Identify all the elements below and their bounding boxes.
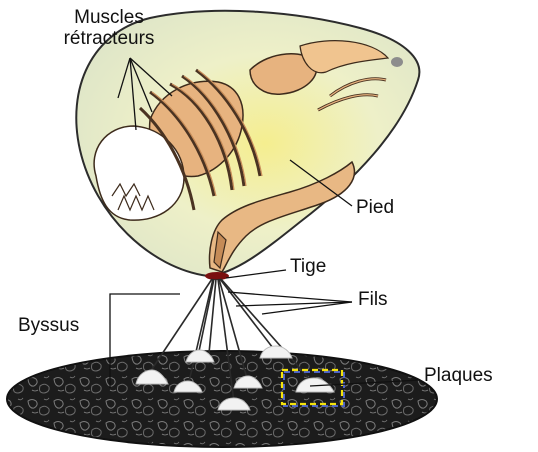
substrate-rock (7, 351, 437, 447)
shell-spot (391, 57, 403, 67)
label-pied: Pied (356, 198, 394, 219)
label-tige: Tige (290, 257, 326, 278)
label-muscles-line2: rétracteurs (44, 29, 174, 50)
label-byssus: Byssus (18, 316, 79, 337)
label-muscles-line1: Muscles (44, 8, 174, 29)
plaque (260, 346, 292, 358)
label-plaques: Plaques (424, 366, 493, 387)
label-muscles-retracteurs: Muscles rétracteurs (44, 8, 174, 50)
label-fils: Fils (358, 290, 388, 311)
